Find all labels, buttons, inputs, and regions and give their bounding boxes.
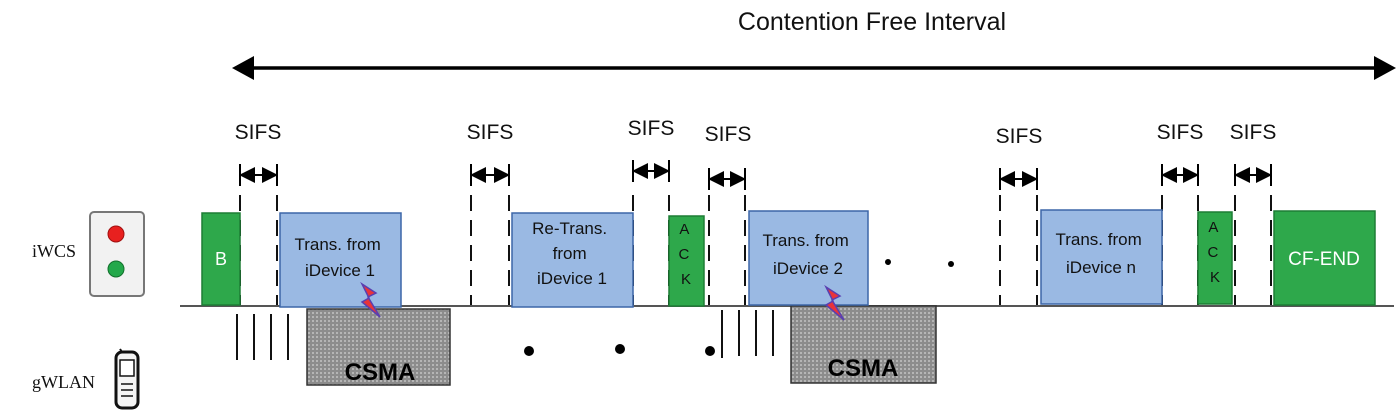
row-label-gwlan: gWLAN bbox=[32, 372, 95, 392]
transmission-line: Trans. from bbox=[294, 235, 380, 254]
retransmission-line: from bbox=[553, 244, 587, 263]
beacon-frame: B bbox=[201, 212, 241, 306]
csma-label: CSMA bbox=[828, 355, 899, 382]
sifs-marker: SIFS bbox=[705, 123, 752, 190]
ack-letter: A bbox=[679, 221, 689, 238]
mobile-phone-icon bbox=[114, 348, 140, 410]
retransmission-line: Re-Trans. bbox=[532, 219, 607, 238]
sifs-label: SIFS bbox=[467, 121, 514, 144]
row-label-iwcs: iWCS bbox=[32, 241, 76, 261]
sifs-label: SIFS bbox=[1230, 121, 1277, 144]
svg-text:A C K: A C K bbox=[678, 221, 693, 288]
retransmission-line: iDevice 1 bbox=[537, 269, 607, 288]
transmission-line: iDevice n bbox=[1066, 258, 1136, 277]
csma-label: CSMA bbox=[345, 359, 416, 386]
ack-frame-2: A C K bbox=[1197, 211, 1233, 305]
ellipsis-dots bbox=[524, 259, 954, 356]
sifs-label: SIFS bbox=[235, 121, 282, 144]
svg-text:Trans. from iDevice 2: Trans. from iDevice 2 bbox=[762, 231, 853, 278]
transmission-idevice-1: Trans. from iDevice 1 bbox=[279, 212, 402, 308]
svg-text:Trans. from iDevice n: Trans. from iDevice n bbox=[1055, 230, 1146, 277]
diagram-title: Contention Free Interval bbox=[738, 8, 1006, 36]
ack-letter: K bbox=[681, 271, 691, 288]
ack-letter: C bbox=[1207, 244, 1218, 261]
cf-end-frame: CF-END bbox=[1273, 210, 1376, 306]
svg-text:Re-Trans. from iDe: Re-Trans. from iDevice 1 bbox=[532, 219, 612, 288]
beacon-label: B bbox=[215, 249, 227, 269]
ack-letter: K bbox=[1210, 269, 1220, 286]
transmission-line: Trans. from bbox=[762, 231, 848, 250]
svg-text:A C K: A C K bbox=[1207, 219, 1222, 286]
ack-letter: A bbox=[1208, 219, 1218, 236]
svg-text:Trans. from iDevice 1: Trans. from iDevice 1 bbox=[294, 235, 385, 280]
csma-block-1: CSMA bbox=[306, 308, 451, 386]
contention-ticks bbox=[236, 310, 774, 360]
retransmission-idevice-1: Re-Trans. from iDevice 1 bbox=[511, 212, 634, 308]
interference-lightning-icon bbox=[360, 281, 381, 318]
ack-letter: C bbox=[678, 246, 689, 263]
sifs-label: SIFS bbox=[705, 123, 752, 146]
transmission-line: iDevice 1 bbox=[305, 261, 375, 280]
transmission-idevice-2: Trans. from iDevice 2 bbox=[748, 210, 869, 306]
sifs-label: SIFS bbox=[1157, 121, 1204, 144]
interference-lightning-icon bbox=[824, 284, 845, 321]
transmission-line: iDevice 2 bbox=[773, 259, 843, 278]
sifs-label: SIFS bbox=[996, 125, 1043, 148]
ack-frame-1: A C K bbox=[668, 215, 705, 307]
sifs-marker: SIFS bbox=[235, 121, 282, 186]
sifs-marker: SIFS bbox=[996, 125, 1043, 190]
transmission-line: Trans. from bbox=[1055, 230, 1141, 249]
transmission-idevice-n: Trans. from iDevice n bbox=[1040, 209, 1163, 305]
interval-arrow bbox=[232, 56, 1396, 80]
cf-end-label: CF-END bbox=[1288, 249, 1360, 270]
sifs-marker: SIFS bbox=[467, 121, 514, 186]
sifs-marker: SIFS bbox=[1230, 121, 1277, 186]
sifs-marker: SIFS bbox=[1157, 121, 1204, 186]
traffic-light-icon bbox=[89, 211, 145, 297]
sifs-marker: SIFS bbox=[628, 117, 675, 182]
sifs-label: SIFS bbox=[628, 117, 675, 140]
csma-block-2: CSMA bbox=[790, 305, 937, 384]
